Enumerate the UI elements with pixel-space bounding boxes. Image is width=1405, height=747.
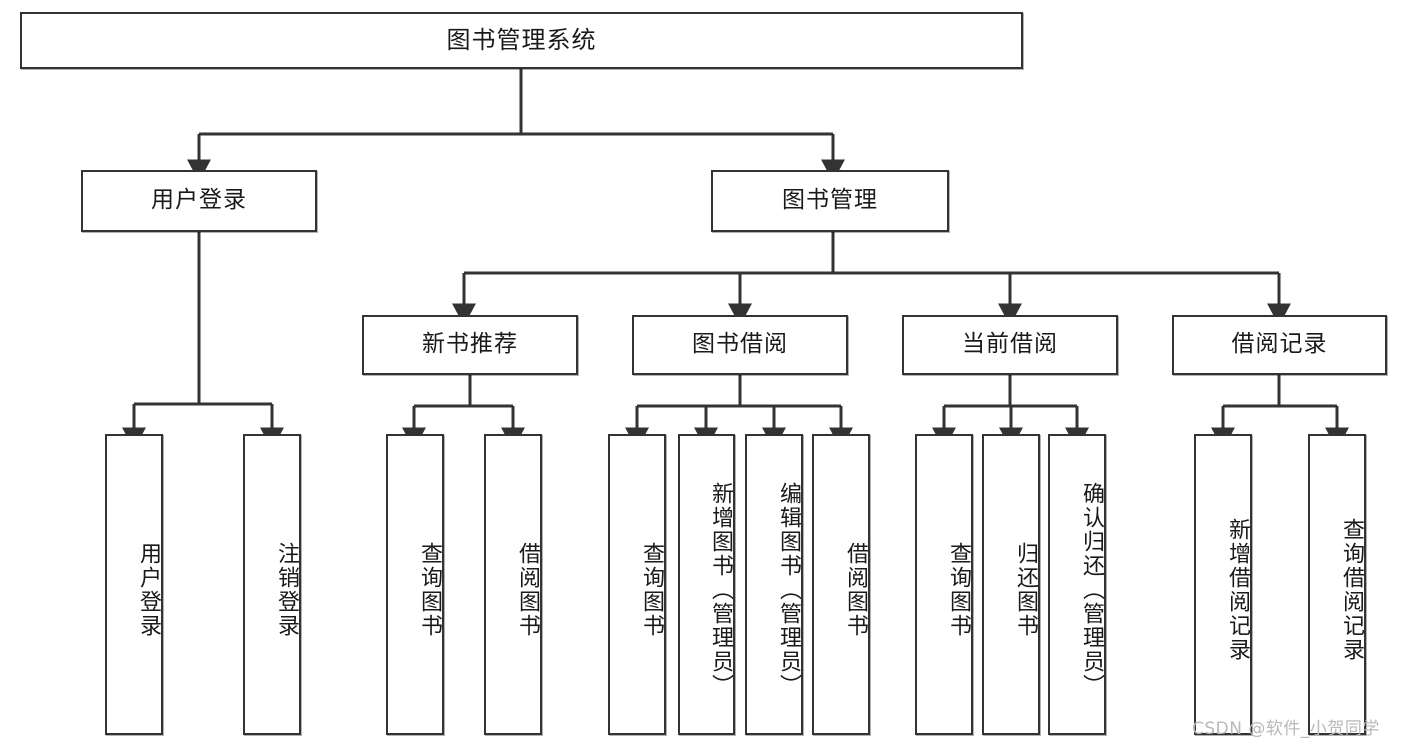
leaf-label: 查询图书 [946, 541, 971, 638]
leaf-query-borrow-record[interactable]: 查询借阅记录 [1308, 434, 1366, 735]
node-book-management[interactable]: 图书管理 [711, 170, 949, 232]
leaf-return-book[interactable]: 归还图书 [982, 434, 1040, 735]
leaf-logout-login[interactable]: 注销登录 [243, 434, 301, 735]
leaf-borrow-book-borrow[interactable]: 借阅图书 [812, 434, 870, 735]
leaf-label: 新增图书（管理员） [708, 481, 733, 698]
node-new-book-recommend[interactable]: 新书推荐 [362, 315, 578, 375]
leaf-confirm-return-admin[interactable]: 确认归还（管理员） [1048, 434, 1106, 735]
leaf-label: 查询借阅记录 [1339, 517, 1364, 662]
node-current-borrow[interactable]: 当前借阅 [902, 315, 1118, 375]
leaf-query-book-current[interactable]: 查询图书 [915, 434, 973, 735]
leaf-label: 确认归还（管理员） [1079, 481, 1104, 698]
leaf-label: 借阅图书 [843, 541, 868, 638]
csdn-watermark: CSDN @软件_小贺同学 [1192, 719, 1380, 739]
node-book-borrow[interactable]: 图书借阅 [632, 315, 848, 375]
leaf-query-book-recommend[interactable]: 查询图书 [386, 434, 444, 735]
leaf-label: 归还图书 [1013, 541, 1038, 638]
leaf-label: 注销登录 [274, 541, 299, 638]
leaf-borrow-book-recommend[interactable]: 借阅图书 [484, 434, 542, 735]
leaf-label: 新增借阅记录 [1225, 517, 1250, 662]
leaf-label: 用户登录 [136, 541, 161, 638]
leaf-user-login[interactable]: 用户登录 [105, 434, 163, 735]
leaf-query-book-borrow[interactable]: 查询图书 [608, 434, 666, 735]
leaf-label: 借阅图书 [515, 541, 540, 638]
leaf-add-book-admin[interactable]: 新增图书（管理员） [678, 434, 735, 735]
node-book-management-system[interactable]: 图书管理系统 [20, 12, 1023, 69]
leaf-label: 查询图书 [639, 541, 664, 638]
leaf-label: 编辑图书（管理员） [776, 481, 801, 698]
leaf-add-borrow-record[interactable]: 新增借阅记录 [1194, 434, 1252, 735]
node-borrow-record[interactable]: 借阅记录 [1172, 315, 1387, 375]
leaf-edit-book-admin[interactable]: 编辑图书（管理员） [745, 434, 803, 735]
leaf-label: 查询图书 [417, 541, 442, 638]
node-user-login[interactable]: 用户登录 [81, 170, 317, 232]
